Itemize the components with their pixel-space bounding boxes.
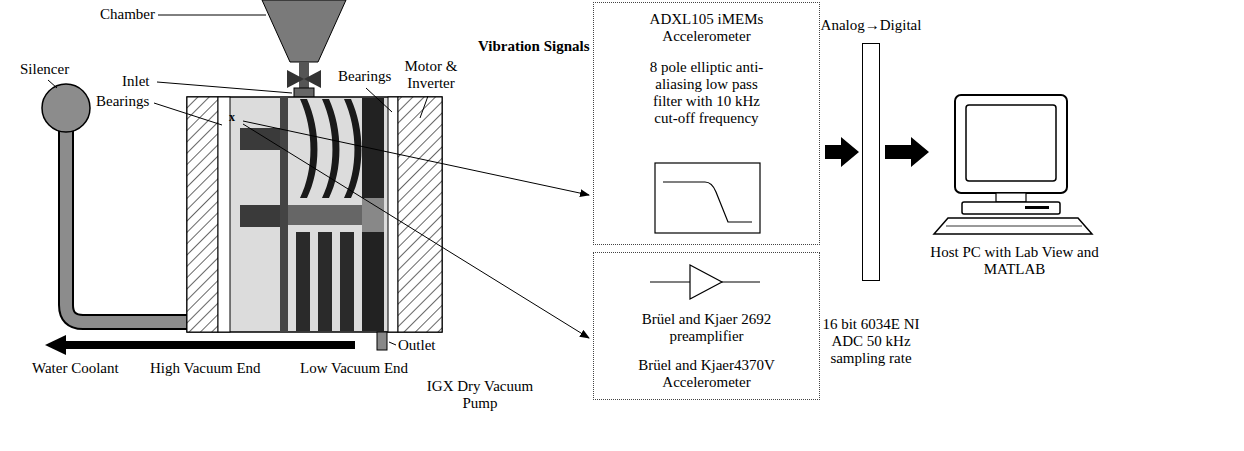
end-plate <box>187 97 218 332</box>
rotor-gap <box>362 198 384 232</box>
silencer-pipe <box>66 128 188 322</box>
adc-description: 16 bit 6034E NI ADC 50 kHz sampling rate <box>821 316 921 367</box>
rotor-blade <box>344 99 362 198</box>
coolant-arrow <box>65 341 355 349</box>
part-label: Bearings <box>338 68 391 85</box>
signal-label: Vibration Signals <box>478 38 590 55</box>
preamplifier-name: Brüel and Kjaer 2692 preamplifier <box>642 311 772 345</box>
sensor-name: Brüel and Kjaer4370V Accelerometer <box>624 357 789 391</box>
figure-title: IGX Dry Vacuum Pump <box>420 378 540 412</box>
filter-symbol <box>655 163 760 233</box>
silencer-pipe <box>66 128 188 322</box>
rotor-stage <box>340 232 354 331</box>
host-pc: Host PC with Lab View and MATLAB <box>932 93 1097 236</box>
part-label: Water Coolant <box>32 360 119 377</box>
leader-line <box>366 88 392 112</box>
pc-description: Host PC with Lab View and MATLAB <box>930 244 1100 278</box>
part-label: Inlet <box>122 73 150 90</box>
end-plate-hatch <box>187 97 218 332</box>
valve-symbol <box>304 70 321 88</box>
sensor-mark: x <box>229 111 235 123</box>
signal-line <box>243 124 589 338</box>
rotor-shaft <box>288 205 362 225</box>
filter-response <box>663 182 752 222</box>
signal-line <box>243 121 589 195</box>
amplifier-symbol <box>690 265 722 299</box>
silencer-drum <box>42 84 90 132</box>
conversion-label: Analog→Digital <box>821 17 922 34</box>
rotor-stage <box>280 97 288 332</box>
rotor-stage <box>318 232 332 331</box>
rotor-blade <box>300 99 318 198</box>
rotor-blade <box>322 99 340 198</box>
chamber-funnel <box>262 0 346 62</box>
monitor <box>955 95 1067 193</box>
leader-line <box>48 80 57 88</box>
region-label: High Vacuum End <box>150 360 261 377</box>
filter-description: 8 pole elliptic anti-aliasing low pass f… <box>644 59 769 127</box>
rotor-lobe <box>240 205 280 227</box>
bearing-strip <box>218 97 230 332</box>
leader-line <box>158 15 266 16</box>
sensor-name: ADXL105 iMEMs Accelerometer <box>637 11 777 45</box>
motor-block <box>398 97 442 332</box>
part-label: Chamber <box>100 6 155 23</box>
outlet-port <box>377 332 387 350</box>
part-label: Outlet <box>398 337 436 354</box>
keyboard-keys <box>946 226 1082 227</box>
inlet-stem <box>299 62 309 90</box>
sensor-box: ADXL105 iMEMs Accelerometer 8 pole ellipt… <box>593 2 820 245</box>
pump-body <box>187 97 442 332</box>
part-label: Bearings <box>96 93 149 110</box>
rotor-stage <box>362 98 384 331</box>
coolant-arrowhead <box>45 335 66 355</box>
motor-hatch <box>398 97 442 332</box>
signal-flow-arrow <box>885 137 929 167</box>
leader-line <box>420 96 428 118</box>
region-label: Low Vacuum End <box>300 360 408 377</box>
screen <box>966 105 1056 181</box>
sensor-box: Brüel and Kjaer 2692 preamplifierBrüel a… <box>593 252 820 400</box>
monitor-stand <box>996 193 1026 202</box>
keyboard <box>934 218 1092 234</box>
computer-case <box>962 202 1060 214</box>
part-label: Silencer <box>20 61 69 78</box>
leader-line <box>154 103 222 125</box>
rotor-stage <box>296 232 310 331</box>
adc-bar: Analog→Digital16 bit 6034E NI ADC 50 kHz… <box>862 43 880 281</box>
part-label: Motor & Inverter <box>395 58 467 92</box>
rotor-lobe <box>240 128 280 150</box>
leader-line <box>157 82 292 93</box>
leader-line <box>389 342 396 345</box>
drive-slot <box>1025 206 1049 209</box>
valve-symbol <box>287 70 304 88</box>
signal-flow-arrow <box>825 137 859 167</box>
